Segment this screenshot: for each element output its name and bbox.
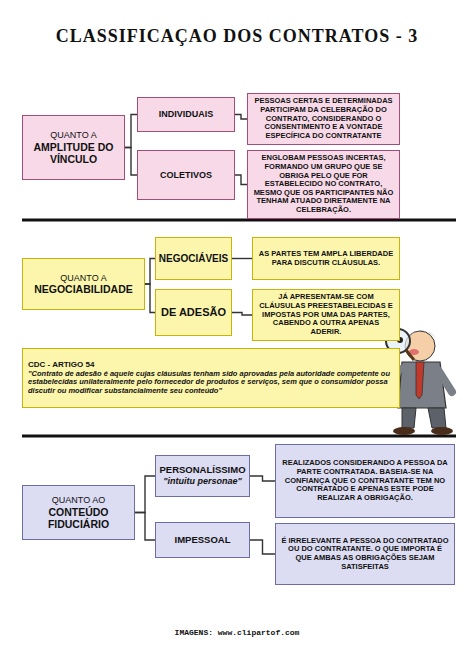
box-text: NEGOCIABILIDADE [34,283,133,295]
connector-line [232,313,252,316]
box-heading: PERSONALÍSSIMO [159,465,245,476]
box-heading: AS PARTES TEM AMPLA LIBERDADE PARA DISCU… [258,250,394,267]
description-box: PESSOAS CERTAS E DETERMINADAS PARTICIPAM… [247,93,400,145]
box-heading: QUANTO A [50,130,96,140]
connector-line [235,175,247,185]
type-box: COLETIVOS [137,150,235,200]
page-title: CLASSIFICAÇAO DOS CONTRATOS - 3 [0,26,474,47]
box-heading: QUANTO AO [52,495,105,505]
type-box: PERSONALÍSSIMO"intuitu personae" [155,455,250,497]
description-box: AS PARTES TEM AMPLA LIBERDADE PARA DISCU… [252,237,400,280]
type-box: INDIVIDUAIS [137,97,235,132]
connector-line [145,259,155,285]
type-box: NEGOCIÁVEIS [155,237,232,280]
description-box: JÁ APRESENTAM-SE COM CLÁUSULAS PREESTABE… [252,289,400,341]
box-heading: IMPESSOAL [175,535,231,546]
connector-line [135,476,155,513]
image-credit: IMAGENS: www.clipartof.com [0,628,474,637]
box-heading: É IRRELEVANTE A PESSOA DO CONTRATADO OU … [281,537,449,572]
box-text: AMPLITUDE DO VÍNCULO [28,141,119,165]
connector-line [135,513,155,541]
note-box: CDC - ARTIGO 54"Contrato de adesão é aqu… [22,348,400,408]
box-heading: NEGOCIÁVEIS [159,253,228,265]
connector-line [235,115,247,120]
section-divider [22,435,456,438]
box-heading: JÁ APRESENTAM-SE COM CLÁUSULAS PREESTABE… [258,293,394,336]
connector-line [250,476,275,481]
connector-line [232,258,252,259]
box-text: "intuitu personae" [163,476,242,486]
category-box: QUANTO AAMPLITUDE DO VÍNCULO [22,115,125,180]
box-heading: QUANTO A [60,273,106,283]
category-box: QUANTO AOCONTEÚDO FIDUCIÁRIO [22,485,135,540]
type-box: DE ADESÃO [155,289,232,336]
box-text: CONTEÚDO FIDUCIÁRIO [28,506,129,530]
box-heading: INDIVIDUAIS [159,109,214,119]
box-heading: REALIZADOS CONSIDERANDO A PESSOA DA PART… [281,459,449,502]
description-box: É IRRELEVANTE A PESSOA DO CONTRATADO OU … [275,523,455,585]
connector-line [125,148,137,176]
category-box: QUANTO ANEGOCIABILIDADE [22,258,145,310]
connector-line [250,540,275,554]
box-heading: PESSOAS CERTAS E DETERMINADAS PARTICIPAM… [253,97,394,140]
description-box: REALIZADOS CONSIDERANDO A PESSOA DA PART… [275,444,455,518]
type-box: IMPESSOAL [155,522,250,558]
description-box: ENGLOBAM PESSOAS INCERTAS, FORMANDO UM G… [247,150,400,219]
box-heading: CDC - ARTIGO 54 [28,360,394,369]
box-heading: ENGLOBAM PESSOAS INCERTAS, FORMANDO UM G… [253,154,394,214]
box-heading: COLETIVOS [160,170,212,180]
box-text: "Contrato de adesão é aquele cujas cláus… [28,370,394,396]
connector-line [145,284,155,313]
connector-line [125,115,137,148]
box-heading: DE ADESÃO [161,306,226,319]
